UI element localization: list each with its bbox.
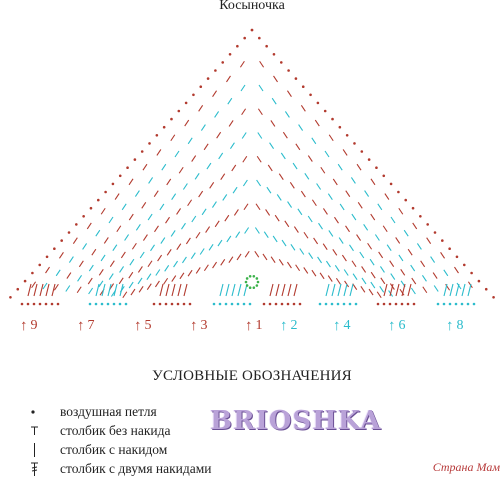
arrow-up-icon: ↑ xyxy=(245,317,253,334)
legend-item: воздушная петля xyxy=(28,402,212,421)
row-label-5: ↑5 xyxy=(134,317,152,334)
arrow-up-icon: ↑ xyxy=(20,317,28,334)
arrow-up-icon: ↑ xyxy=(388,317,396,334)
legend-item: столбик без накида xyxy=(28,421,212,440)
arrow-up-icon: ↑ xyxy=(280,317,288,334)
row-label-7: ↑7 xyxy=(77,317,95,334)
single-crochet-icon xyxy=(28,424,60,438)
treble-crochet-icon xyxy=(28,461,60,477)
chain-dot-icon xyxy=(28,407,60,417)
double-crochet-icon xyxy=(28,442,60,458)
row-label-8: ↑8 xyxy=(446,317,464,334)
brioshka-logo: BRIOSHKA xyxy=(210,406,382,436)
arrow-up-icon: ↑ xyxy=(190,317,198,334)
arrow-up-icon: ↑ xyxy=(77,317,85,334)
row-label-4: ↑4 xyxy=(333,317,351,334)
arrow-up-icon: ↑ xyxy=(446,317,454,334)
legend-item: столбик с накидом xyxy=(28,440,212,459)
row-label-6: ↑6 xyxy=(388,317,406,334)
row-label-2: ↑2 xyxy=(280,317,298,334)
arrow-up-icon: ↑ xyxy=(134,317,142,334)
legend-title: УСЛОВНЫЕ ОБОЗНАЧЕНИЯ xyxy=(152,368,352,384)
arrow-up-icon: ↑ xyxy=(333,317,341,334)
row-label-1: ↑1 xyxy=(245,317,263,334)
row-label-9: ↑9 xyxy=(20,317,38,334)
legend: воздушная петля столбик без накида столб… xyxy=(28,402,212,478)
watermark: Страна Мам xyxy=(432,460,500,474)
row-numbers: ↑9 ↑7 ↑5 ↑3 ↑1 ↑2 ↑4 ↑6 ↑8 xyxy=(0,318,504,340)
legend-item: столбик с двумя накидами xyxy=(28,459,212,478)
row-label-3: ↑3 xyxy=(190,317,208,334)
crochet-chart xyxy=(9,28,495,306)
page-title: Косыночка xyxy=(219,0,285,13)
